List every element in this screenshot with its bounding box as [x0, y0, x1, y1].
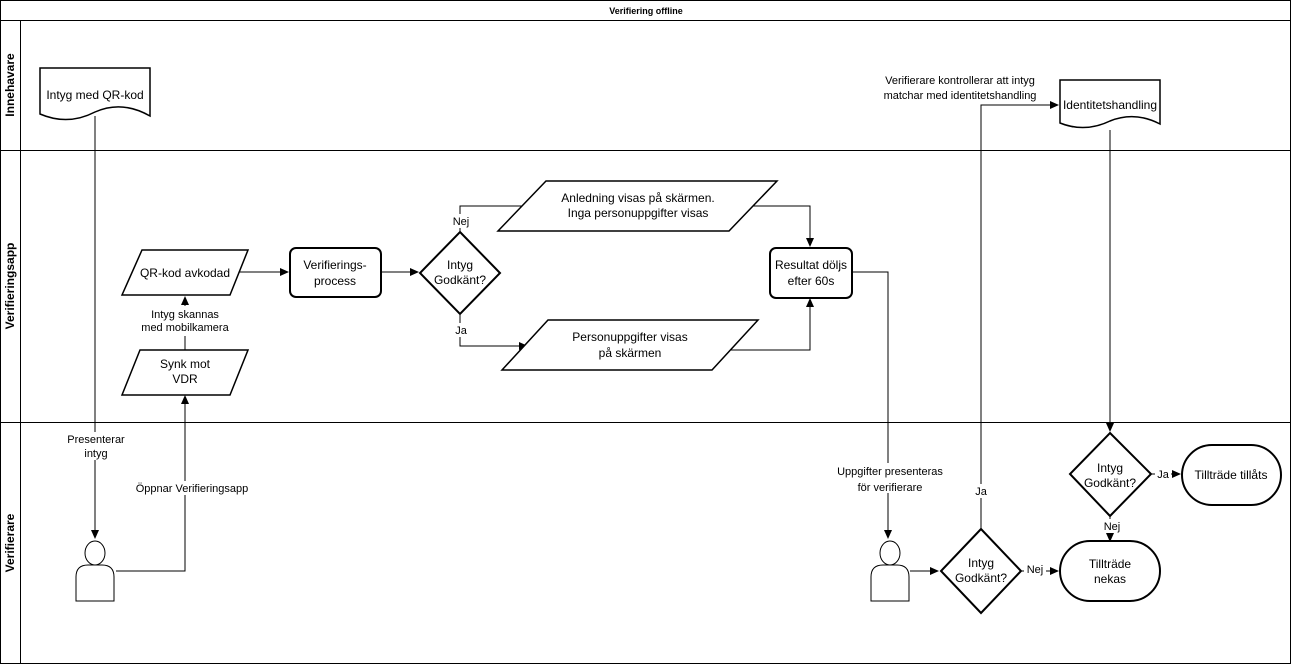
svg-text:nekas: nekas	[1094, 572, 1126, 586]
document-identity: Identitetshandling	[1059, 79, 1161, 129]
label-yes-app: Ja	[455, 325, 468, 337]
label-no-verifier: Nej	[1027, 564, 1044, 576]
svg-text:Intyg med QR-kod: Intyg med QR-kod	[46, 88, 143, 102]
svg-text:på skärmen: på skärmen	[599, 346, 662, 360]
label-check: Verifierare kontrollerar att intyg	[885, 75, 1035, 87]
label-data-presented: för verifierare	[858, 482, 923, 494]
svg-text:Tillträde: Tillträde	[1089, 557, 1132, 571]
edge-result-to-verifier	[852, 271, 892, 539]
lane-label-owner: Innehavare	[3, 53, 17, 117]
svg-text:process: process	[314, 274, 356, 288]
node-reason-shown: Anledning visas på skärmen. Inga personu…	[496, 180, 779, 232]
label-yes-identity: Ja	[1157, 469, 1170, 481]
edge-decision-yes	[459, 314, 528, 350]
decision-app: Intyg Godkänt?	[418, 230, 502, 316]
svg-text:Godkänt?: Godkänt?	[955, 571, 1007, 585]
lane-label-verifier: Verifierare	[3, 513, 17, 572]
edge-personal-to-result	[725, 298, 814, 351]
decision-verifier: Intyg Godkänt?	[939, 527, 1023, 615]
label-data-presented: Uppgifter presenteras	[837, 466, 943, 478]
decision-identity: Intyg Godkänt?	[1068, 431, 1153, 518]
label-no-app: Nej	[453, 216, 470, 228]
node-personal-data: Personuppgifter visas på skärmen	[500, 319, 760, 371]
label-scanned: med mobilkamera	[141, 322, 229, 334]
svg-text:Identitetshandling: Identitetshandling	[1063, 98, 1157, 112]
svg-text:efter 60s: efter 60s	[788, 274, 835, 288]
terminal-access-denied: Tillträde nekas	[1059, 540, 1161, 602]
svg-text:Synk mot: Synk mot	[160, 357, 211, 371]
document-certificate-qr: Intyg med QR-kod	[39, 67, 151, 121]
lane-label-app: Verifieringsapp	[3, 243, 17, 330]
svg-text:Anledning visas på skärmen.: Anledning visas på skärmen.	[561, 191, 714, 205]
label-check: matchar med identitetshandling	[884, 90, 1037, 102]
node-verification-process: Verifierings- process	[289, 247, 382, 298]
pool-title: Verifiering offline	[609, 6, 683, 16]
svg-text:QR-kod avkodad: QR-kod avkodad	[140, 266, 230, 280]
label-no-identity: Nej	[1104, 521, 1121, 533]
label-presents: intyg	[84, 448, 107, 460]
person-icon	[75, 540, 115, 602]
edge-decision-verifier-yes	[980, 101, 1059, 529]
svg-text:Intyg: Intyg	[447, 258, 473, 272]
edge-reason-to-result	[752, 205, 814, 247]
connectors	[91, 101, 1181, 575]
edge-holder-to-sync	[116, 395, 189, 572]
label-yes-verifier: Ja	[975, 486, 988, 498]
svg-text:Inga personuppgifter visas: Inga personuppgifter visas	[568, 206, 709, 220]
svg-text:Godkänt?: Godkänt?	[434, 273, 486, 287]
person-icon	[870, 540, 910, 602]
svg-text:Godkänt?: Godkänt?	[1084, 476, 1136, 490]
label-scanned: Intyg skannas	[151, 309, 219, 321]
svg-text:Personuppgifter visas: Personuppgifter visas	[572, 330, 687, 344]
edge-labels: Intyg skannas med mobilkamera Presentera…	[62, 72, 1171, 577]
node-result-hidden: Resultat döljs efter 60s	[769, 247, 853, 299]
terminal-access-granted: Tillträde tillåts	[1181, 444, 1282, 506]
svg-text:VDR: VDR	[172, 372, 198, 386]
svg-text:Resultat döljs: Resultat döljs	[775, 258, 847, 272]
svg-text:Tillträde tillåts: Tillträde tillåts	[1195, 468, 1268, 482]
svg-text:Intyg: Intyg	[1097, 461, 1123, 475]
svg-text:Intyg: Intyg	[968, 556, 994, 570]
svg-text:Verifierings-: Verifierings-	[303, 258, 366, 272]
node-qr-decoded: QR-kod avkodad	[120, 249, 250, 296]
node-sync-vdr: Synk mot VDR	[120, 349, 250, 396]
label-opens-app: Öppnar Verifieringsapp	[136, 483, 249, 495]
label-presents: Presenterar	[67, 434, 125, 446]
